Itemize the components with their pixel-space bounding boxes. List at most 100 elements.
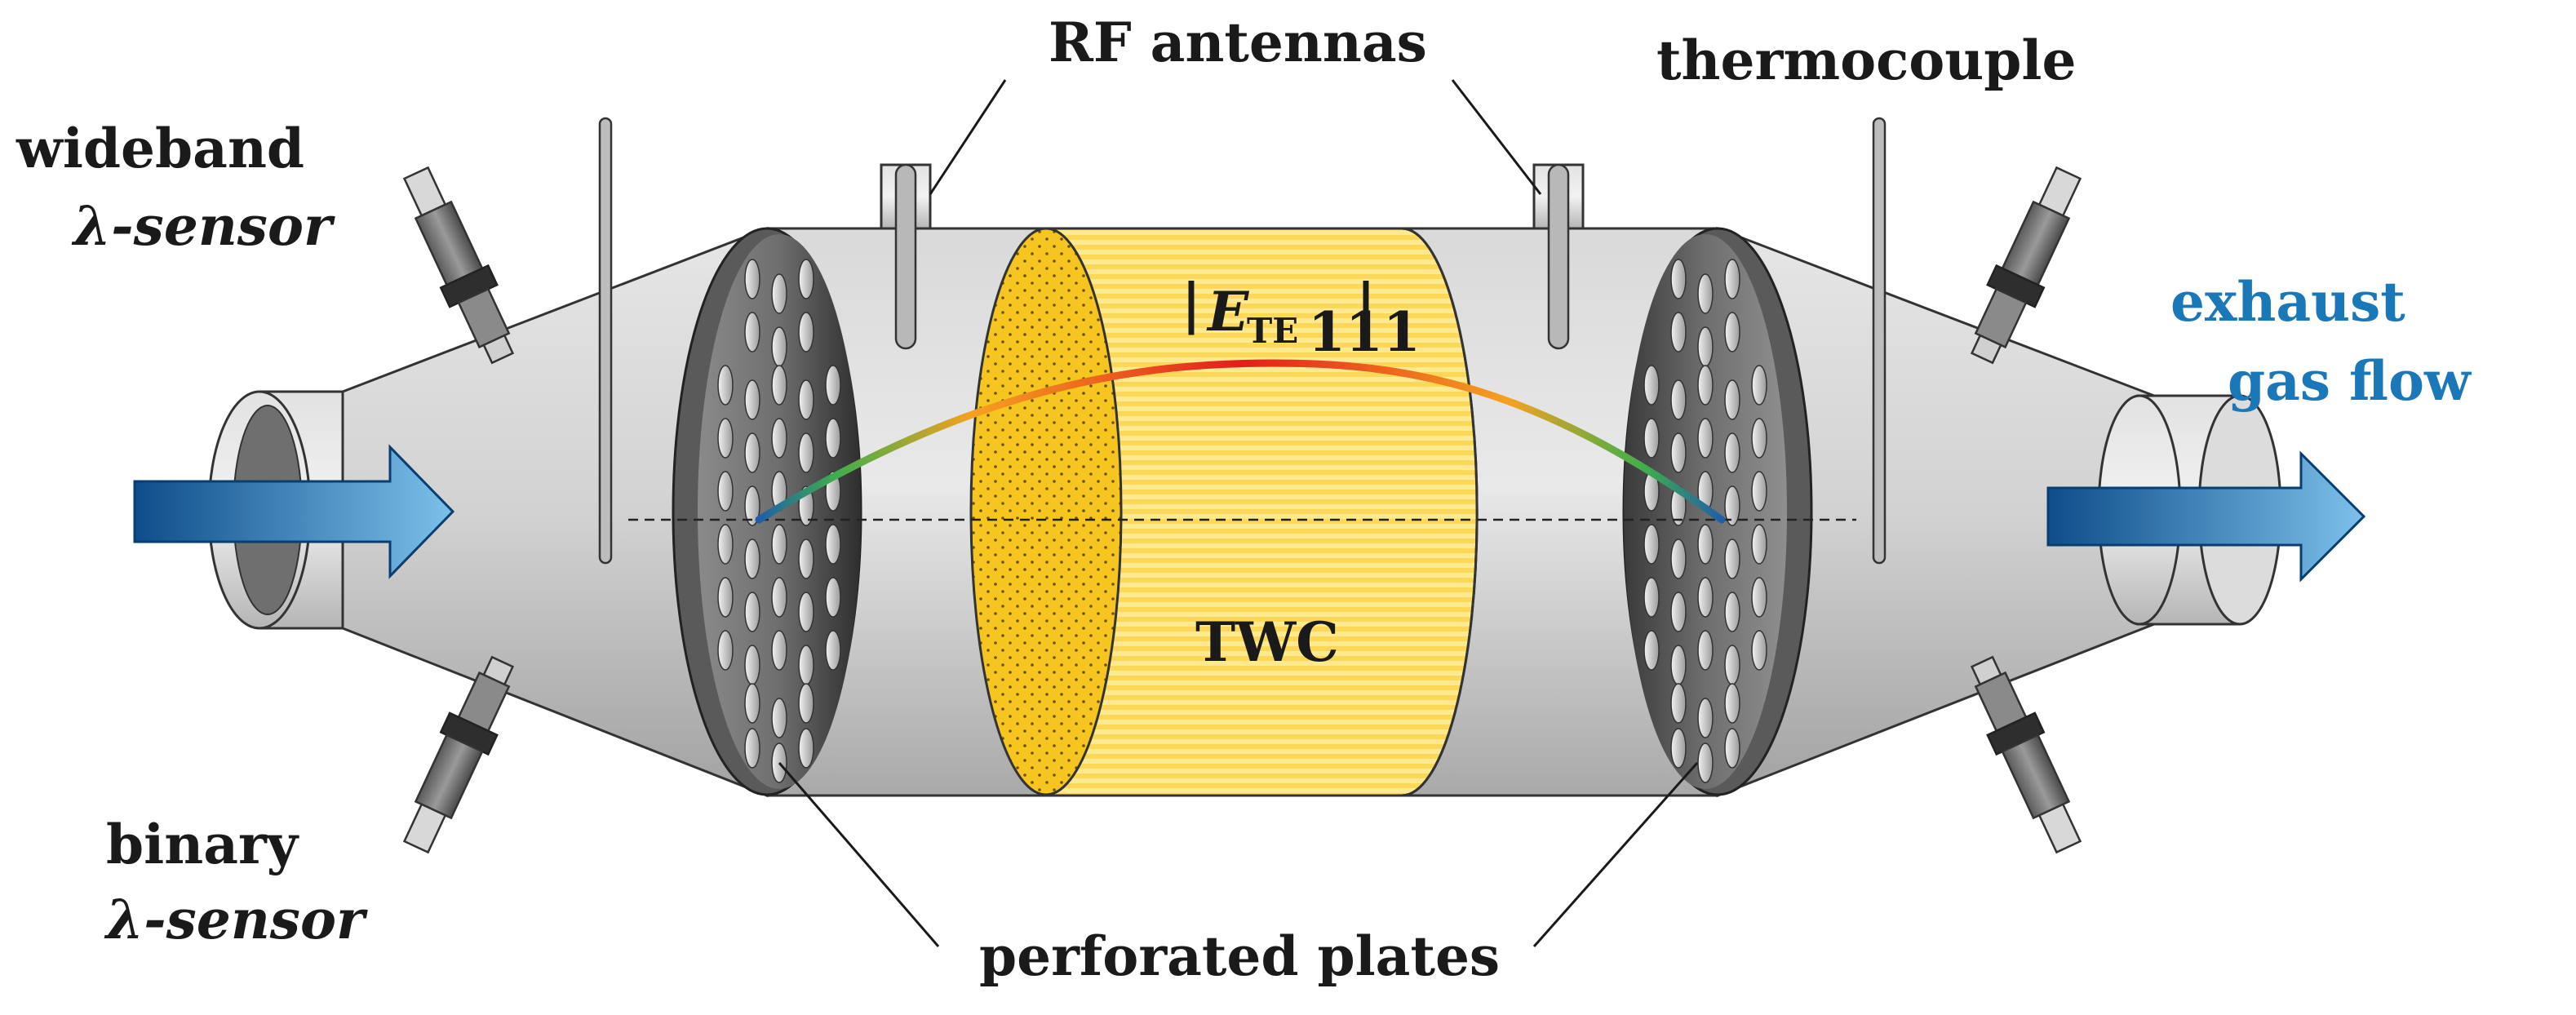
plate-hole [771, 365, 787, 406]
plate-hole [744, 485, 760, 526]
plate-hole [1697, 326, 1714, 367]
plate-hole [1697, 698, 1714, 738]
plate-hole [717, 418, 734, 459]
plate-hole [1670, 312, 1687, 352]
leader-lines [778, 79, 1699, 947]
plate-hole [1643, 418, 1660, 459]
plate-hole [744, 645, 760, 685]
plate-hole [771, 273, 787, 314]
plate-hole [1724, 683, 1740, 724]
plate-hole [1670, 645, 1687, 685]
label-binary-line1: binary [106, 813, 299, 876]
plate-hole [744, 259, 760, 299]
plate-hole [1724, 485, 1740, 526]
plate-hole [1697, 365, 1714, 406]
label-exhaust-line1: exhaust [2170, 270, 2405, 334]
plate-hole [1724, 728, 1740, 769]
plate-hole [771, 418, 787, 459]
plate-hole [1643, 577, 1660, 618]
plate-hole [1670, 592, 1687, 632]
plate-hole [717, 630, 734, 671]
plate-hole [771, 524, 787, 565]
plate-hole [825, 524, 841, 565]
plate-hole [798, 379, 814, 420]
field-subscript: TE [1247, 311, 1298, 351]
perforated-plate-right [1622, 227, 1813, 796]
plate-hole [1697, 524, 1714, 565]
outlet-lambda-sensor-bottom [1970, 655, 2082, 854]
plate-hole [717, 524, 734, 565]
binary-lambda-sensor [402, 655, 515, 854]
plate-hole [1724, 379, 1740, 420]
thermocouple-right [1872, 117, 1887, 565]
plate-hole [1670, 539, 1687, 579]
plate-hole [798, 312, 814, 352]
plate-hole [1643, 365, 1660, 406]
field-bar-right: | [1356, 272, 1376, 335]
plate-hole [1670, 379, 1687, 420]
label-thermocouple: thermocouple [1656, 29, 2077, 92]
field-bar-left: | [1182, 272, 1201, 335]
plate-hole [771, 698, 787, 738]
plate-hole [744, 728, 760, 769]
plate-hole [1697, 273, 1714, 314]
label-binary-line2: λ-sensor [104, 888, 368, 951]
plate-hole [744, 312, 760, 352]
plate-hole [744, 379, 760, 420]
plate-hole [1724, 539, 1740, 579]
plate-hole [1697, 577, 1714, 618]
plate-hole [1643, 524, 1660, 565]
plate-hole [798, 432, 814, 473]
plate-hole [744, 539, 760, 579]
thermocouple-left [598, 117, 613, 565]
plate-hole [1751, 418, 1767, 459]
plate-hole [744, 592, 760, 632]
plate-hole [825, 365, 841, 406]
plate-hole [1670, 432, 1687, 473]
plate-hole [1670, 259, 1687, 299]
plate-hole [798, 592, 814, 632]
plate-hole [798, 539, 814, 579]
plate-hole [1751, 630, 1767, 671]
plate-hole [825, 630, 841, 671]
field-symbol: E [1206, 280, 1250, 344]
plate-hole [798, 259, 814, 299]
flow-out-arrow-icon [2046, 450, 2366, 583]
plate-hole [744, 683, 760, 724]
plate-hole [1751, 471, 1767, 512]
outlet-lambda-sensor-top [1970, 166, 2082, 365]
label-wideband-line1: wideband [16, 117, 304, 180]
plate-hole [798, 728, 814, 769]
plate-hole [744, 432, 760, 473]
plate-hole [1697, 742, 1714, 783]
plate-hole [1697, 418, 1714, 459]
plate-hole [798, 645, 814, 685]
plate-hole [1751, 577, 1767, 618]
plate-hole [771, 326, 787, 367]
plate-hole [1751, 524, 1767, 565]
wideband-lambda-sensor [402, 166, 515, 365]
plate-hole [1643, 630, 1660, 671]
plate-hole [771, 630, 787, 671]
plate-hole [825, 577, 841, 618]
plate-hole [1724, 432, 1740, 473]
rf-antenna-right [1532, 163, 1585, 350]
label-twc: TWC [1195, 610, 1339, 674]
label-field-magnitude: | E TE 111 | [1182, 272, 1421, 364]
plate-hole [825, 418, 841, 459]
plate-hole [1751, 365, 1767, 406]
plate-hole [717, 365, 734, 406]
label-rf-antennas: RF antennas [1049, 11, 1427, 74]
label-exhaust-line2: gas flow [2228, 349, 2472, 413]
plate-hole [717, 471, 734, 512]
plate-hole [1724, 645, 1740, 685]
rf-antenna-left [880, 163, 932, 350]
plate-hole [717, 577, 734, 618]
plate-hole [1724, 259, 1740, 299]
field-distribution-curve [755, 359, 1726, 524]
label-wideband-line2: λ-sensor [71, 194, 335, 258]
plate-hole [798, 683, 814, 724]
plate-hole [1724, 592, 1740, 632]
